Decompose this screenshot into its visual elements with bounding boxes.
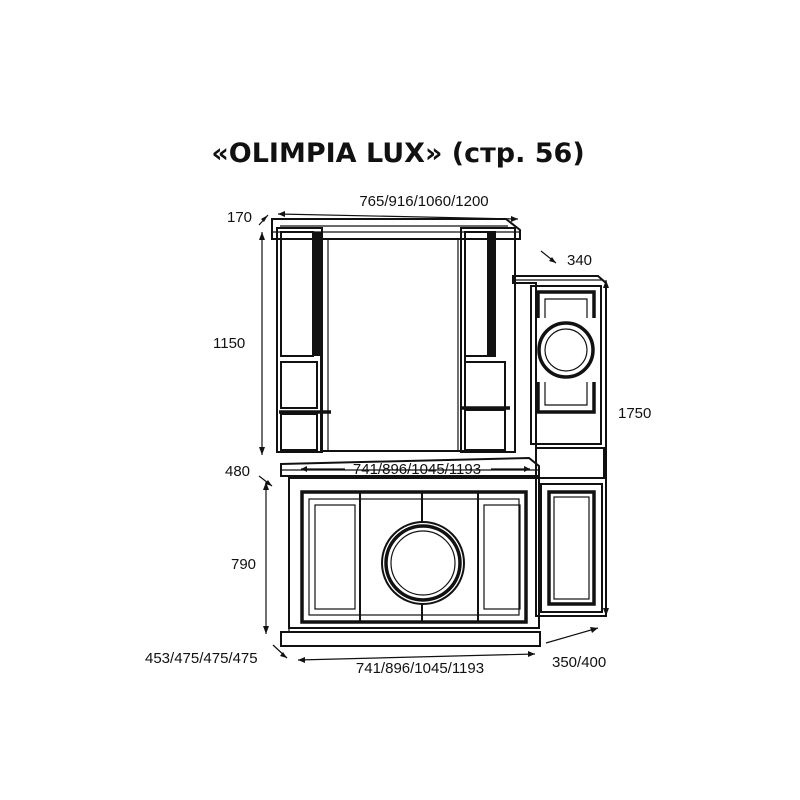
column-lower-door [540,483,603,613]
vanity-countertop [280,456,540,477]
mirror-cabinet [271,218,521,453]
vanity-body [288,477,540,629]
column-body [512,275,607,617]
column-drawer [535,447,605,479]
column-upper-door [530,285,602,445]
vanity-ornament-circle [381,521,465,605]
page-title: «OLIMPIA LUX» (стр. 56) [211,138,584,169]
column-height-label: 1750 [618,405,651,422]
dimension-lines [258,211,609,663]
vanity-top-width-label: 741/896/1045/1193 [353,461,481,478]
vanity-depth-label: 453/475/475/475 [145,650,258,667]
vanity-plinth [280,631,541,647]
mirror-glass [320,238,466,452]
column-ornament-circle [537,321,595,379]
vanity-door-panel-1 [314,504,356,610]
mirror-width-label: 765/916/1060/1200 [359,193,488,210]
vanity-unit [280,456,541,647]
column-width-label: 350/400 [552,654,606,671]
vanity-top-depth-label: 480 [225,463,250,480]
vanity-height-label: 790 [231,556,256,573]
vanity-base-width-label: 741/896/1045/1193 [356,660,484,677]
mirror-cornice [271,218,521,240]
mirror-height-label: 1150 [213,335,245,352]
mirror-depth-label: 170 [227,209,252,226]
tall-column [512,275,607,617]
vanity-door-panel-4 [483,504,521,610]
column-depth-label: 340 [567,252,592,269]
mirror-right-tower [460,227,516,453]
